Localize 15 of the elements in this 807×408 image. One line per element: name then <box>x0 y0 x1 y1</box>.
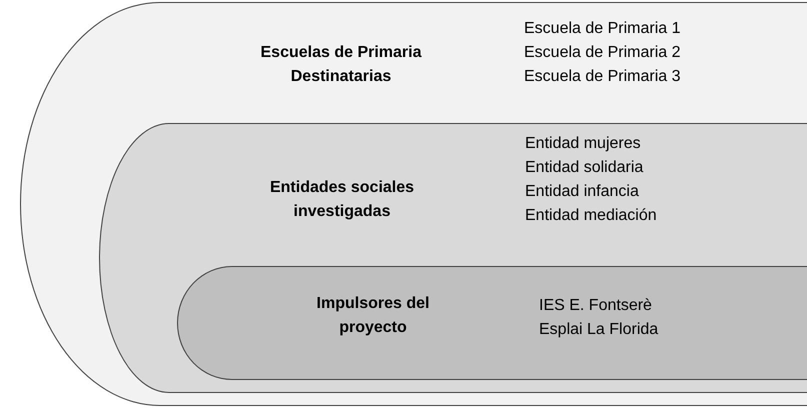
inner-band <box>177 266 807 380</box>
middle-band <box>99 123 807 393</box>
list-item: Esplai La Florida <box>539 320 658 340</box>
list-item: Entidad mujeres <box>525 134 642 154</box>
list-item: Entidad mediación <box>525 206 657 226</box>
group-heading: Entidades sociales investigadas <box>268 178 416 222</box>
list-item: Entidad solidaria <box>525 158 644 178</box>
list-item: Escuela de Primaria 2 <box>524 43 681 63</box>
group-heading: Impulsores del proyecto <box>316 294 430 338</box>
list-item: IES E. Fontserè <box>539 296 653 316</box>
outer-band <box>20 2 807 406</box>
list-item: Entidad infancia <box>525 182 640 202</box>
list-item: Escuela de Primaria 3 <box>524 67 681 87</box>
group-heading: Escuelas de Primaria Destinatarias <box>260 43 423 87</box>
list-item: Escuela de Primaria 1 <box>524 19 681 39</box>
